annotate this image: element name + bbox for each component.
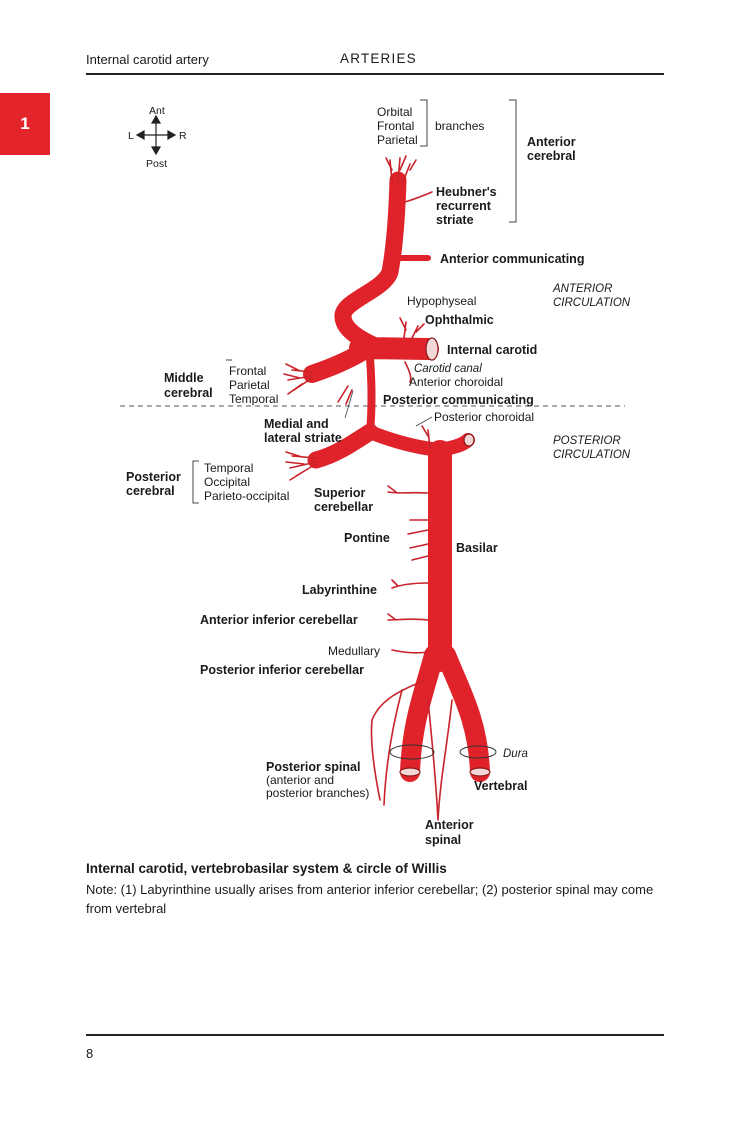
label-labyrinthine: Labyrinthine xyxy=(302,583,377,597)
label-superior-cerebellar-1: Superior xyxy=(314,486,366,500)
label-middle-cerebral-1: Middle xyxy=(164,371,204,385)
label-internal-carotid: Internal carotid xyxy=(447,343,537,357)
label-medullary: Medullary xyxy=(328,644,380,658)
chapter-tab: 1 xyxy=(0,93,50,155)
artery-small-branches xyxy=(283,155,453,821)
label-pc-temporal: Temporal xyxy=(204,461,253,475)
label-posterior-communicating: Posterior communicating xyxy=(383,393,534,407)
label-ophthalmic: Ophthalmic xyxy=(425,313,494,327)
label-anterior-choroidal: Anterior choroidal xyxy=(409,375,503,389)
compass-post: Post xyxy=(146,158,167,170)
label-mc-parietal: Parietal xyxy=(229,378,270,392)
compass-right: R xyxy=(179,130,187,142)
label-anterior-cerebral-1: Anterior xyxy=(527,135,576,149)
header-rule xyxy=(86,73,664,75)
label-pc-parieto-occipital: Parieto-occipital xyxy=(204,489,289,503)
label-parietal-branch: Parietal xyxy=(377,133,418,147)
label-posterior-circulation-2: CIRCULATION xyxy=(553,449,631,461)
label-pontine: Pontine xyxy=(344,531,390,545)
label-heubner-2: recurrent xyxy=(436,199,492,213)
label-medial-lateral-2: lateral striate xyxy=(264,431,342,445)
label-posterior-circulation-1: POSTERIOR xyxy=(553,435,621,447)
figure-caption-title: Internal carotid, vertebrobasilar system… xyxy=(86,861,447,876)
label-anterior-spinal-2: spinal xyxy=(425,833,461,847)
running-header-section: ARTERIES xyxy=(340,51,417,66)
running-header-title: Internal carotid artery xyxy=(86,52,209,67)
label-posterior-choroidal: Posterior choroidal xyxy=(434,410,534,424)
label-anterior-circulation-2: CIRCULATION xyxy=(553,297,631,309)
label-anterior-communicating: Anterior communicating xyxy=(440,252,584,266)
leader-lines xyxy=(344,390,433,427)
label-posterior-spinal-1: Posterior spinal xyxy=(266,760,360,774)
label-anterior-cerebral-2: cerebral xyxy=(527,149,576,163)
label-vertebral: Vertebral xyxy=(474,779,528,793)
label-medial-lateral-1: Medial and xyxy=(264,417,329,431)
footer-rule xyxy=(86,1034,664,1036)
label-aica: Anterior inferior cerebellar xyxy=(200,613,358,627)
figure-caption-note: Note: (1) Labyrinthine usually arises fr… xyxy=(86,882,654,916)
label-posterior-cerebral-2: cerebral xyxy=(126,484,175,498)
brackets xyxy=(192,99,517,504)
label-heubner-1: Heubner's xyxy=(436,185,497,199)
label-heubner-3: striate xyxy=(436,213,474,227)
label-pica: Posterior inferior cerebellar xyxy=(200,663,364,677)
label-branches: branches xyxy=(435,119,484,133)
vessel-cut-ends xyxy=(399,337,491,777)
label-posterior-spinal-3: posterior branches) xyxy=(266,786,369,800)
label-mc-temporal: Temporal xyxy=(229,392,278,406)
label-orbital: Orbital xyxy=(377,105,412,119)
label-anterior-circulation-1: ANTERIOR xyxy=(552,283,612,295)
label-carotid-canal: Carotid canal xyxy=(414,363,482,375)
label-hypophyseal: Hypophyseal xyxy=(407,294,476,308)
chapter-tab-label: 1 xyxy=(20,114,30,133)
dura-rings xyxy=(389,744,497,760)
label-middle-cerebral-2: cerebral xyxy=(164,386,213,400)
compass-ant: Ant xyxy=(149,105,165,117)
label-basilar: Basilar xyxy=(456,541,498,555)
label-frontal-branch: Frontal xyxy=(377,119,414,133)
label-posterior-cerebral-1: Posterior xyxy=(126,470,181,484)
artery-vessels xyxy=(303,171,490,782)
label-posterior-spinal-2: (anterior and xyxy=(266,773,334,787)
orientation-compass xyxy=(135,114,177,156)
label-mc-frontal: Frontal xyxy=(229,364,266,378)
compass-left: L xyxy=(128,130,134,142)
label-anterior-spinal-1: Anterior xyxy=(425,818,474,832)
label-dura: Dura xyxy=(503,748,528,760)
page-number: 8 xyxy=(86,1046,94,1061)
label-superior-cerebellar-2: cerebellar xyxy=(314,500,373,514)
label-pc-occipital: Occipital xyxy=(204,475,250,489)
